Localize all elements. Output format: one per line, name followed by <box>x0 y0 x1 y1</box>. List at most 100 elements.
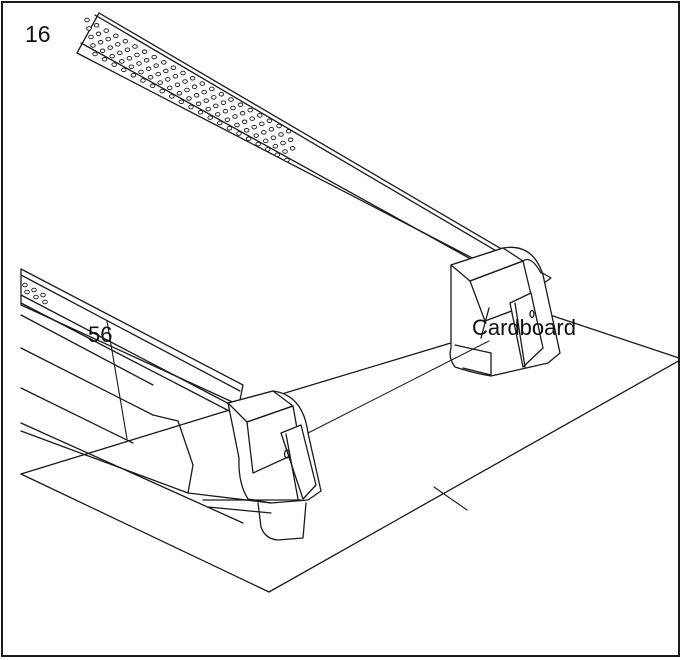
perforation-hole <box>132 44 138 49</box>
perforation-hole <box>255 141 261 147</box>
perforation-hole <box>220 100 227 105</box>
perforation-hole <box>117 50 123 56</box>
perforation-hole <box>159 88 165 94</box>
perforation-hole <box>272 143 279 149</box>
perforation-hole <box>126 55 133 61</box>
perforation-hole <box>128 64 135 69</box>
perforation-hole <box>174 82 181 87</box>
perforation-hole <box>188 104 194 110</box>
perforation-hole <box>157 80 163 85</box>
perforation-hole <box>182 79 188 84</box>
perforation-hole <box>109 53 115 59</box>
perforation-hole <box>215 112 221 117</box>
part-number-56-label: 56 <box>88 322 113 347</box>
perforation-hole <box>205 106 211 112</box>
perforation-hole <box>265 147 271 152</box>
perforation-hole <box>209 86 215 92</box>
front-rail <box>20 268 322 541</box>
perforation-hole <box>172 73 179 79</box>
perforation-hole <box>105 36 111 42</box>
perforation-hole <box>33 294 39 300</box>
perforation-hole <box>180 70 186 76</box>
perforation-hole <box>103 28 109 33</box>
perforation-hole <box>115 42 121 47</box>
step-number: 16 <box>25 21 51 47</box>
perforation-hole <box>285 129 292 134</box>
perforation-hole <box>284 157 290 163</box>
perforation-hole <box>186 96 192 101</box>
perforation-hole <box>226 125 233 131</box>
perforation-hole <box>276 123 282 129</box>
perforation-hole <box>24 289 30 295</box>
perforation-hole <box>222 108 229 114</box>
perforation-hole <box>278 132 284 137</box>
perforation-hole <box>88 34 94 40</box>
perforation-hole <box>243 128 250 133</box>
perforation-hole <box>40 292 46 298</box>
back-rail <box>76 12 561 377</box>
perforation-hole <box>145 66 152 72</box>
perforation-hole <box>253 133 259 138</box>
perforation-hole <box>138 69 144 75</box>
perforation-hole <box>141 49 148 55</box>
perforation-hole <box>251 124 257 130</box>
perforation-hole <box>143 58 150 63</box>
perforation-hole <box>201 89 207 95</box>
perforation-hole <box>211 95 217 100</box>
perforation-hole <box>22 282 28 288</box>
perforation-hole <box>199 81 205 86</box>
perforation-hole <box>101 57 108 62</box>
perforation-hole <box>167 85 173 91</box>
perforation-hole <box>84 17 90 23</box>
perforation-hole <box>241 119 248 125</box>
perforation-hole <box>95 31 102 37</box>
perforation-hole <box>224 117 231 122</box>
perforation-hole <box>92 51 98 57</box>
perforation-hole <box>232 114 238 119</box>
cardboard-sheet <box>20 313 678 593</box>
perforation-hole <box>191 84 198 90</box>
perforation-hole <box>93 23 100 28</box>
perforation-hole <box>245 136 252 142</box>
perforation-hole <box>230 105 236 111</box>
perforation-hole <box>280 140 286 146</box>
perforation-hole <box>149 83 156 89</box>
perforation-hole <box>113 33 119 39</box>
perforation-hole <box>124 47 131 52</box>
perforation-hole <box>259 121 265 127</box>
perforation-hole <box>99 48 106 54</box>
perforation-hole <box>289 146 296 151</box>
perforation-hole <box>31 287 37 293</box>
cardboard-label: Cardboard <box>472 315 576 340</box>
perforation-hole <box>147 75 154 80</box>
perforation-holes <box>22 17 296 305</box>
perforation-hole <box>130 72 137 78</box>
perforation-hole <box>268 126 275 132</box>
perforation-hole <box>234 122 240 128</box>
perforation-hole <box>213 103 219 109</box>
perforation-hole <box>97 40 104 45</box>
perforation-hole <box>184 87 190 93</box>
perforation-hole <box>189 76 196 81</box>
perforation-hole <box>195 101 202 107</box>
perforation-hole <box>151 54 157 60</box>
perforation-hole <box>134 52 140 58</box>
perforation-hole <box>178 99 185 104</box>
perforation-hole <box>119 59 125 64</box>
perforation-hole <box>122 38 129 44</box>
perforation-hole <box>247 107 253 113</box>
perforation-hole <box>287 137 294 143</box>
perforation-hole <box>86 26 92 31</box>
perforation-hole <box>207 115 213 120</box>
perforation-hole <box>161 60 167 65</box>
perforation-hole <box>121 67 127 73</box>
perforation-hole <box>270 135 277 140</box>
leader-line-cardboard <box>433 486 468 511</box>
perforation-hole <box>107 45 113 50</box>
perforation-hole <box>170 65 177 70</box>
perforation-hole <box>249 116 255 121</box>
perforation-hole <box>90 43 96 48</box>
perforation-hole <box>153 63 159 68</box>
perforation-hole <box>176 90 183 96</box>
